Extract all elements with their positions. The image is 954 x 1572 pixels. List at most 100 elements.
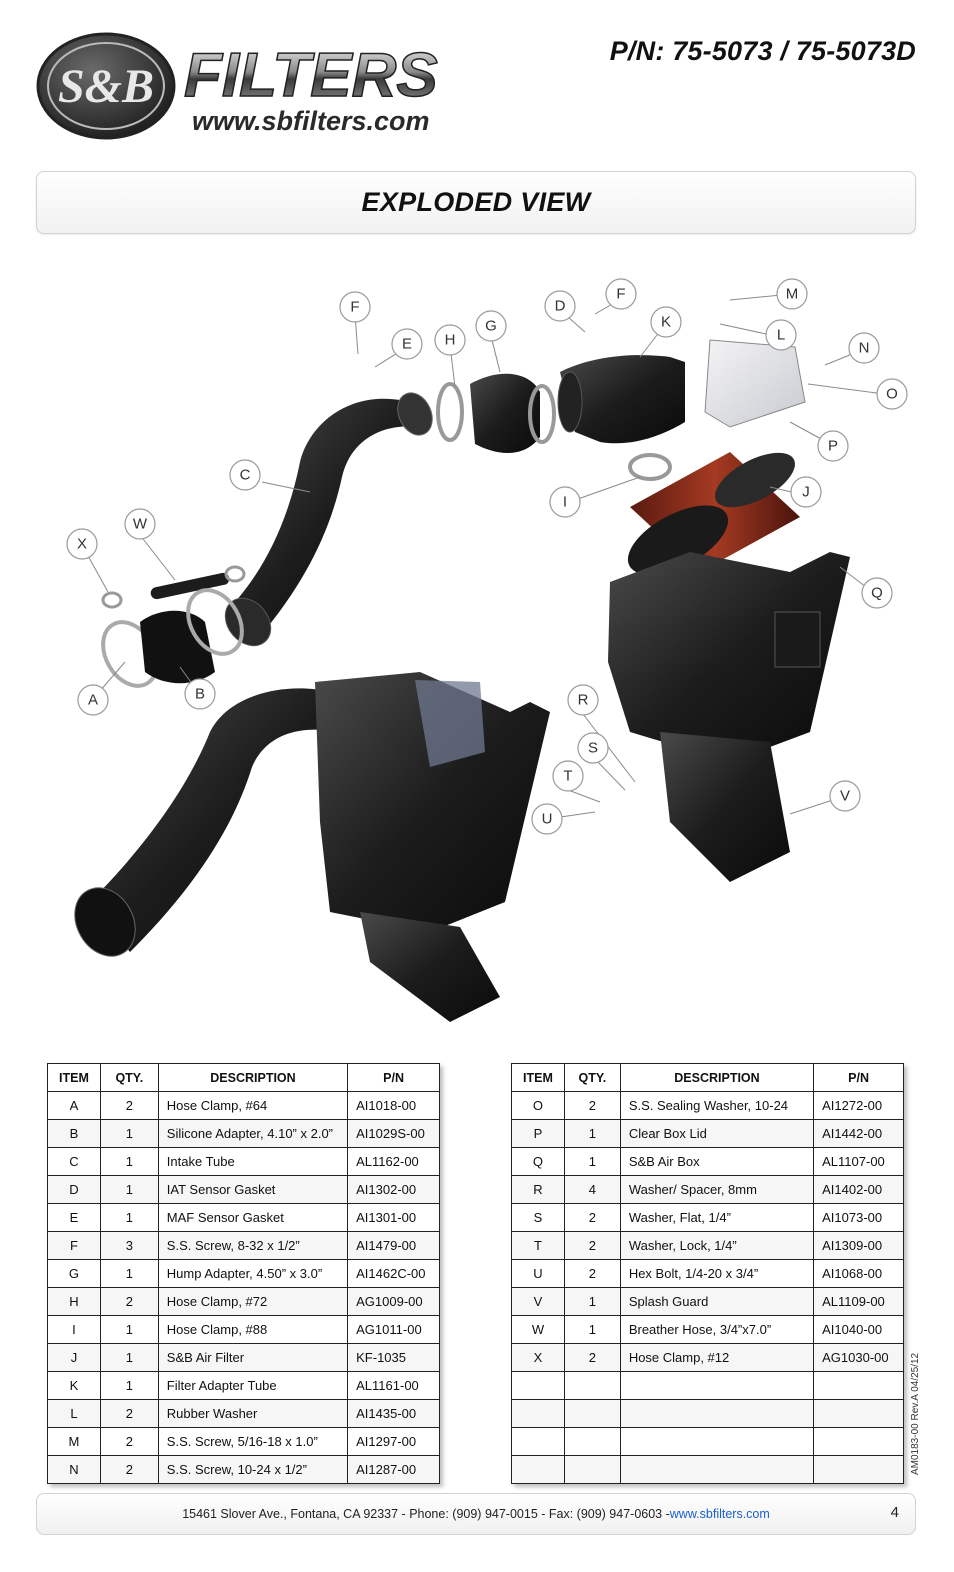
cell-pn [813,1371,904,1400]
cell-description [619,1399,815,1428]
cell-pn: AI1479-00 [347,1231,440,1260]
callout-l: L [765,319,797,351]
svg-text:J: J [802,484,810,501]
table-row [511,1371,904,1400]
air-filter-part [627,452,800,575]
svg-text:F: F [350,299,359,316]
callout-p: P [817,430,849,462]
table-row [511,1399,904,1428]
cell-qty: 4 [563,1175,621,1204]
cell-item: M [47,1427,101,1456]
cell-pn: AG1030-00 [813,1343,904,1372]
cell-item: X [511,1343,565,1372]
cell-pn: AI1297-00 [347,1427,440,1456]
cell-pn: AL1162-00 [347,1147,440,1176]
callout-f-left: F [339,291,371,323]
cell-pn: AI1442-00 [813,1119,904,1148]
cell-pn: AL1109-00 [813,1287,904,1316]
cell-description: MAF Sensor Gasket [157,1203,349,1232]
callout-k: K [650,306,682,338]
callout-h: H [434,324,466,356]
cell-description: S&B Air Box [619,1147,815,1176]
cell-description: Silicone Adapter, 4.10” x 2.0” [157,1119,349,1148]
air-box-part [608,552,850,762]
cell-pn [813,1455,904,1484]
callout-a: A [77,684,109,716]
cell-qty: 1 [99,1147,159,1176]
svg-text:C: C [240,467,251,484]
col-description: DESCRIPTION [157,1063,349,1092]
cell-qty: 1 [99,1203,159,1232]
cell-item [511,1371,565,1400]
cell-item [511,1427,565,1456]
cell-description [619,1455,815,1484]
cell-description: S.S. Sealing Washer, 10-24 [619,1091,815,1120]
col-qty: QTY. [563,1063,621,1092]
cell-description: Filter Adapter Tube [157,1371,349,1400]
footer-website-link[interactable]: www.sbfilters.com [669,1507,770,1521]
callout-s: S [577,732,609,764]
svg-text:D: D [555,298,566,315]
svg-text:B: B [195,686,205,703]
cell-item: I [47,1315,101,1344]
callout-c: C [229,459,261,491]
cell-pn: AI1462C-00 [347,1259,440,1288]
callout-f-right: F [605,278,637,310]
callout-t: T [552,760,584,792]
cell-description: Hose Clamp, #88 [157,1315,349,1344]
svg-text:O: O [886,386,898,403]
cell-qty: 1 [563,1147,621,1176]
cell-description: Clear Box Lid [619,1119,815,1148]
cell-description: S&B Air Filter [157,1343,349,1372]
cell-qty [563,1427,621,1456]
cell-description: S.S. Screw, 8-32 x 1/2” [157,1231,349,1260]
callout-x: X [66,528,98,560]
logo-wordmark: FILTERS [184,41,438,110]
cell-pn [813,1399,904,1428]
svg-text:X: X [77,536,87,553]
svg-text:I: I [563,494,567,511]
intake-tube-part [224,392,433,647]
cell-item: E [47,1203,101,1232]
svg-text:W: W [133,516,148,533]
cell-pn: AG1011-00 [347,1315,440,1344]
cell-item: J [47,1343,101,1372]
document-revision: AM0183-00 Rev.A 04/25/12 [910,1352,921,1475]
cell-qty: 2 [99,1427,159,1456]
cell-description: S.S. Screw, 10-24 x 1/2” [157,1455,349,1484]
page-number: 4 [890,1504,899,1521]
logo-url: www.sbfilters.com [192,106,430,136]
silicone-adapter-part [101,588,244,688]
cell-description: Intake Tube [157,1147,349,1176]
cell-pn: AL1161-00 [347,1371,440,1400]
cell-qty: 1 [99,1371,159,1400]
table-row [511,1455,904,1484]
cell-description: Washer, Flat, 1/4” [619,1203,815,1232]
cell-pn: AI1272-00 [813,1091,904,1120]
callout-m: M [776,278,808,310]
cell-qty: 2 [563,1259,621,1288]
cell-description: Washer, Lock, 1/4” [619,1231,815,1260]
cell-qty [563,1371,621,1400]
col-pn: P/N [347,1063,440,1092]
svg-text:T: T [563,768,572,785]
cell-qty: 2 [99,1455,159,1484]
footer-address: 15461 Slover Ave., Fontana, CA 92337 - P… [182,1507,670,1521]
svg-text:A: A [88,692,98,709]
section-header: EXPLODED VIEW [36,171,916,234]
svg-text:M: M [786,286,799,303]
cell-item: P [511,1119,565,1148]
cell-item: A [47,1091,101,1120]
callout-r: R [567,684,599,716]
